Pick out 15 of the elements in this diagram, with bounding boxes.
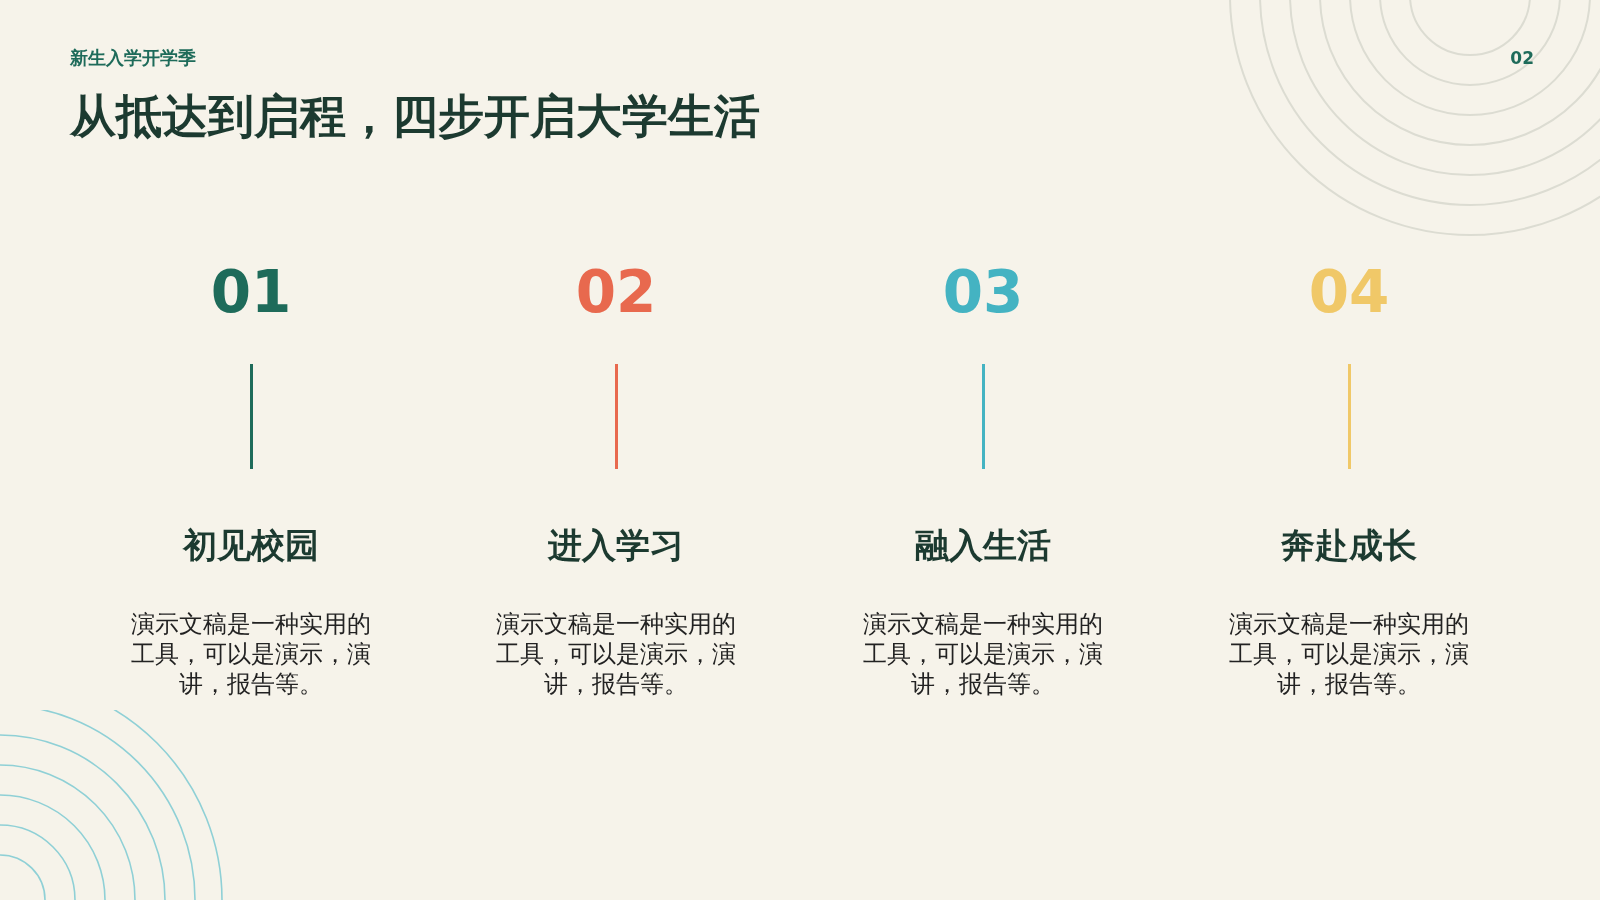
step-number: 04 [1308, 258, 1390, 328]
step-number: 03 [942, 258, 1024, 328]
step-title: 进入学习 [548, 523, 684, 567]
page-number: 02 [1510, 48, 1534, 68]
step-description: 演示文稿是一种实用的工具，可以是演示，演讲，报告等。 [1228, 608, 1470, 699]
step-description: 演示文稿是一种实用的工具，可以是演示，演讲，报告等。 [495, 608, 737, 699]
step-number: 02 [575, 258, 657, 328]
step-title: 奔赴成长 [1281, 523, 1417, 567]
slide-title: 从抵达到启程，四步开启大学生活 [70, 88, 760, 145]
section-label: 新生入学开学季 [70, 46, 196, 70]
step-description: 演示文稿是一种实用的工具，可以是演示，演讲，报告等。 [862, 608, 1104, 699]
step-description: 演示文稿是一种实用的工具，可以是演示，演讲，报告等。 [130, 608, 372, 699]
step-title: 融入生活 [915, 523, 1051, 567]
step-title: 初见校园 [183, 523, 319, 567]
step-number: 01 [210, 258, 292, 328]
